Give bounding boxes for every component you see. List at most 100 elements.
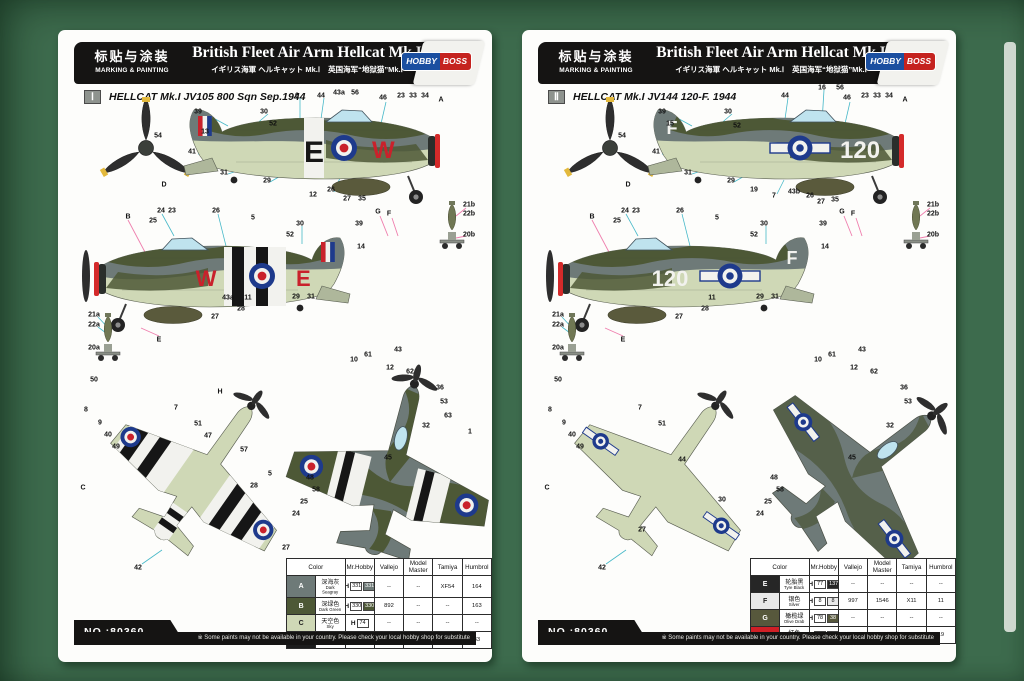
callout-label: 40: [104, 431, 112, 439]
callout-label: 26: [806, 192, 814, 200]
header-badge-en: MARKING & PAINTING: [559, 67, 633, 74]
callout-label: 53: [440, 398, 448, 406]
callout-label: D: [161, 181, 167, 189]
side-number: 120: [652, 266, 689, 291]
callout-label: 33: [873, 92, 881, 100]
scheme-number: Ⅰ: [84, 90, 101, 104]
callout-label: 27: [817, 198, 825, 206]
callout-label: 7: [174, 404, 178, 412]
logo-hobby: HOBBY: [402, 53, 440, 70]
callout-label: 44: [678, 456, 686, 464]
callout-label: 21b: [462, 201, 476, 209]
callout-label: 48: [306, 474, 314, 482]
callout-label: G: [375, 208, 381, 216]
scheme-number: Ⅱ: [548, 90, 565, 104]
subtitle-jp: イギリス海軍 ヘルキャット Mk.Ⅰ: [211, 65, 321, 74]
vallejo-code: 892: [373, 597, 405, 615]
page-header: 标贴与涂装 MARKING & PAINTING British Fleet A…: [74, 41, 486, 85]
subtitle-cn: 英国海军“地狱猫”Mk.Ⅰ: [328, 65, 403, 74]
propeller-blade: [546, 250, 554, 302]
aircraft-diagrams-2: F 120 120 F: [545, 89, 956, 605]
paint-letter-chip: E: [749, 575, 781, 593]
callout-label: 61: [828, 351, 836, 359]
callout-label: 54: [618, 132, 626, 140]
callout-label: F: [386, 210, 392, 218]
vallejo-code: --: [373, 575, 405, 598]
callout-label: E: [156, 336, 162, 344]
callout-label: 49: [112, 443, 120, 451]
humbrol-code: 11: [925, 592, 956, 610]
model-master-code: --: [867, 609, 898, 627]
callout-label: 43a: [333, 89, 345, 97]
humbrol-code: --: [925, 609, 956, 627]
callout-label: 5: [715, 214, 719, 222]
callout-label: 41: [188, 148, 196, 156]
logo-boss: BOSS: [439, 53, 471, 70]
humbrol-code: 164: [461, 575, 492, 598]
callout-label: 19: [750, 186, 758, 194]
callout-label: 26: [212, 207, 220, 215]
callout-label: 26: [676, 207, 684, 215]
canopy: [876, 441, 899, 460]
callout-label: 31: [771, 293, 779, 301]
header-badge-en: MARKING & PAINTING: [95, 67, 169, 74]
column-header: Mr.Hobby: [808, 558, 839, 576]
callout-label: 21a: [88, 311, 100, 319]
code-band: [304, 118, 324, 178]
invasion-stripes: [224, 247, 286, 306]
side-number: 120: [840, 137, 880, 164]
callout-label: 41: [652, 148, 660, 156]
mr-hobby-code: H7838: [808, 609, 839, 627]
callout-label: 42: [598, 564, 606, 572]
aircraft-diagrams-1: E W W E: [81, 96, 492, 593]
callout-label: 47: [204, 432, 212, 440]
callout-label: 31: [684, 169, 692, 177]
paint-letter-chip: F: [749, 592, 781, 610]
callout-label: 30: [718, 496, 726, 504]
column-header: Vallejo: [373, 558, 405, 576]
callout-label: 27: [211, 313, 219, 321]
callout-label: 62: [406, 368, 414, 376]
column-header: Color: [286, 558, 346, 576]
callout-label: 12: [386, 364, 394, 372]
callout-label: 22b: [926, 210, 940, 218]
instruction-page-2: 标贴与涂装 MARKING & PAINTING British Fleet A…: [522, 30, 956, 662]
callout-label: 9: [562, 419, 566, 427]
callout-label: 39: [355, 220, 363, 228]
callout-label: D: [625, 181, 631, 189]
subtitle-jp: イギリス海軍 ヘルキャット Mk.Ⅰ: [675, 65, 785, 74]
callout-label: 34: [885, 92, 893, 100]
paint-letter-chip: C: [285, 614, 317, 632]
callout-label: 51: [658, 420, 666, 428]
callout-label: 29: [292, 293, 300, 301]
callout-label: 31: [220, 169, 228, 177]
callout-label: 52: [269, 120, 277, 128]
paint-note: ※ Some paints may not be available in yo…: [74, 632, 476, 645]
callout-label: 20a: [552, 344, 564, 352]
header-titles: British Fleet Air Arm Hellcat Mk.I イギリス海…: [646, 44, 896, 75]
header-badge: 标贴与涂装 MARKING & PAINTING: [548, 46, 644, 74]
vallejo-code: --: [837, 609, 869, 627]
callout-label: 1: [468, 428, 472, 436]
tamiya-code: --: [896, 609, 927, 627]
tamiya-code: X11: [896, 592, 927, 610]
column-header: Tamiya: [432, 558, 463, 576]
callout-label: 27: [638, 526, 646, 534]
callout-label: 22a: [552, 321, 564, 329]
paint-letter-chip: G: [749, 609, 781, 627]
invasion-stripes: [325, 448, 452, 530]
callout-label: 10: [350, 356, 358, 364]
callout-label: 30: [260, 108, 268, 116]
humbrol-code: --: [461, 614, 492, 632]
callout-label: 25: [149, 217, 157, 225]
callout-label: 28: [701, 305, 709, 313]
callout-label: 29: [727, 177, 735, 185]
model-master-code: 1546: [867, 592, 898, 610]
topside-plan-view: [272, 358, 492, 580]
camouflage: [771, 393, 930, 576]
callout-label: 23: [632, 207, 640, 215]
